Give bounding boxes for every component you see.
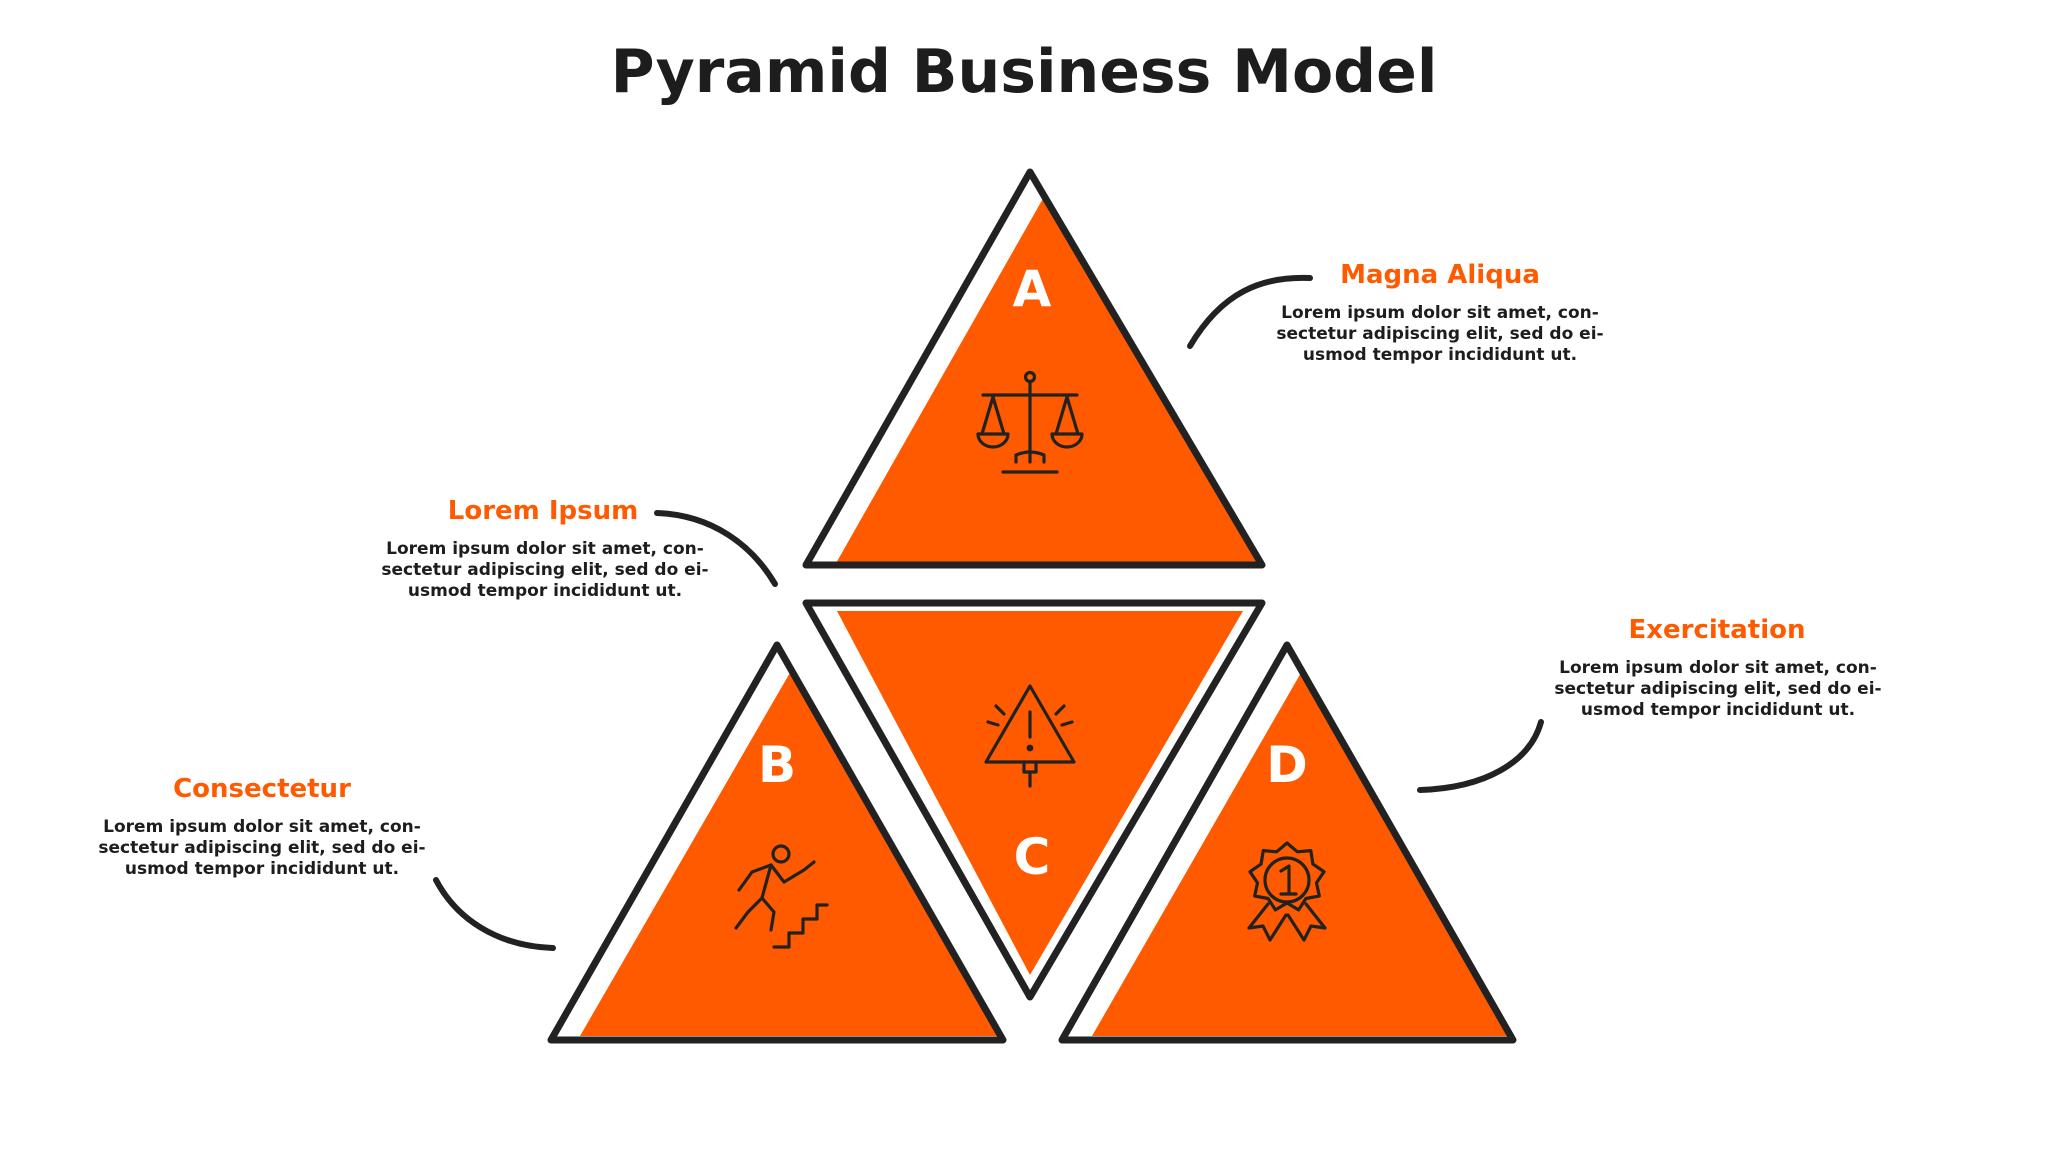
connector-magna [1187, 274, 1313, 349]
connector-consectetur [433, 877, 556, 951]
triangle-d-letter: D [1266, 736, 1308, 794]
callout-line: usmod tempor incididunt ut. [1581, 700, 1855, 720]
warning-icon [984, 684, 1076, 788]
callout-line: usmod tempor incididunt ut. [125, 859, 399, 879]
triangle-b: B [547, 641, 1007, 1044]
triangle-a-fill [835, 195, 1265, 565]
callout-heading: Consectetur [173, 774, 351, 804]
triangle-a-letter: A [1013, 260, 1052, 318]
callout-heading: Lorem Ipsum [448, 496, 638, 526]
climbing-stairs-icon [734, 844, 829, 949]
triangle-b-letter: B [758, 736, 796, 794]
callout-line: sectetur adipiscing elit, sed do ei- [1276, 324, 1603, 344]
triangle-a: A [802, 168, 1266, 569]
callout-line: sectetur adipiscing elit, sed do ei- [98, 838, 425, 858]
triangle-d: D [1058, 641, 1517, 1044]
award-medal-icon [1247, 841, 1327, 942]
callout-line: Lorem ipsum dolor sit amet, con- [1281, 303, 1599, 323]
callout-line: usmod tempor incididunt ut. [408, 581, 682, 601]
triangle-d-outline [1058, 641, 1517, 1044]
connector-lorem [654, 510, 778, 587]
triangle-c: C [802, 599, 1266, 1001]
triangle-b-fill [580, 671, 1003, 1036]
callout-exercitation: Exercitation Lorem ipsum dolor sit amet,… [1554, 615, 1881, 720]
callout-consectetur: Consectetur Lorem ipsum dolor sit amet, … [98, 774, 425, 879]
callout-heading: Exercitation [1629, 615, 1806, 645]
callout-line: Lorem ipsum dolor sit amet, con- [1559, 658, 1877, 678]
triangle-c-fill [837, 611, 1243, 975]
scales-icon [976, 370, 1084, 474]
callout-magna-aliqua: Magna Aliqua Lorem ipsum dolor sit amet,… [1276, 260, 1603, 365]
triangle-c-outline [802, 599, 1266, 1001]
callout-heading: Magna Aliqua [1340, 260, 1540, 290]
triangle-c-letter: C [1014, 828, 1051, 886]
triangle-a-outline [802, 168, 1266, 569]
callout-lorem-ipsum: Lorem Ipsum Lorem ipsum dolor sit amet, … [381, 496, 708, 601]
callout-line: sectetur adipiscing elit, sed do ei- [1554, 679, 1881, 699]
callout-line: Lorem ipsum dolor sit amet, con- [103, 817, 421, 837]
callout-line: Lorem ipsum dolor sit amet, con- [386, 539, 704, 559]
triangle-b-outline [547, 641, 1007, 1044]
page-title: Pyramid Business Model [611, 37, 1438, 107]
connector-exercitation [1417, 719, 1544, 793]
callout-line: usmod tempor incididunt ut. [1303, 345, 1577, 365]
callout-line: sectetur adipiscing elit, sed do ei- [381, 560, 708, 580]
